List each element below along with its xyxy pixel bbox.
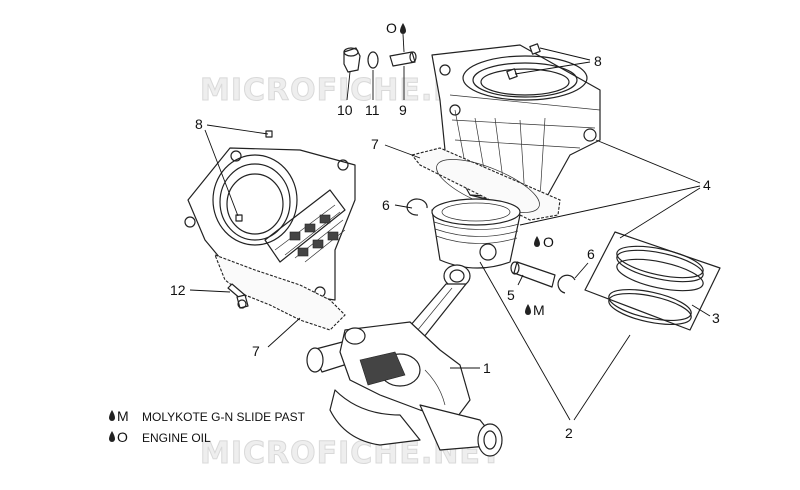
piston [431,198,521,269]
oil-drop-icon [109,431,115,442]
oil-mark-piston: O [534,234,554,250]
head-bolt [227,283,249,309]
piston-rings [584,231,721,331]
callout-11: 11 [365,102,380,118]
callout-6-right: 6 [587,246,595,262]
legend-moly-text: MOLYKOTE G-N SLIDE PAST [142,410,306,424]
svg-text:M: M [533,302,545,318]
oil-plug [343,47,361,73]
cylinder-head [184,130,356,301]
oil-drop-icon [534,236,540,247]
sealing-washer [367,51,379,69]
callout-7-left: 7 [252,343,260,359]
callout-4: 4 [703,177,711,193]
legend-oil-text: ENGINE OIL [142,431,211,445]
callout-2: 2 [565,425,573,441]
oil-mark-top: O [386,20,406,53]
legend: M MOLYKOTE G-N SLIDE PAST O ENGINE OIL [109,408,306,445]
crankshaft [306,321,503,457]
svg-text:O: O [543,234,554,250]
callout-1: 1 [483,360,491,376]
circlip-left [406,198,428,216]
callout-8-left: 8 [195,116,203,132]
cylinder [431,43,601,203]
callout-6-left: 6 [382,197,390,213]
leader-lines [189,47,711,421]
svg-text:O: O [386,20,397,36]
legend-oil-symbol: O [117,429,128,445]
callout-8-right: 8 [594,53,602,69]
oil-drop-icon [400,23,406,34]
callout-7-right: 7 [371,136,379,152]
legend-moly-symbol: M [117,408,129,424]
callout-3: 3 [712,310,720,326]
dowel-pin [389,51,417,67]
callout-9: 9 [399,102,407,118]
callout-12: 12 [170,282,186,298]
callout-5: 5 [507,287,515,303]
moly-drop-icon [525,304,531,315]
circlip-right [557,274,576,294]
moly-drop-icon [109,410,115,421]
callout-10: 10 [337,102,353,118]
piston-pin [510,261,556,288]
moly-mark-pin: M [525,302,545,318]
legend-moly-row: M MOLYKOTE G-N SLIDE PAST [109,408,306,424]
legend-oil-row: O ENGINE OIL [109,429,211,445]
